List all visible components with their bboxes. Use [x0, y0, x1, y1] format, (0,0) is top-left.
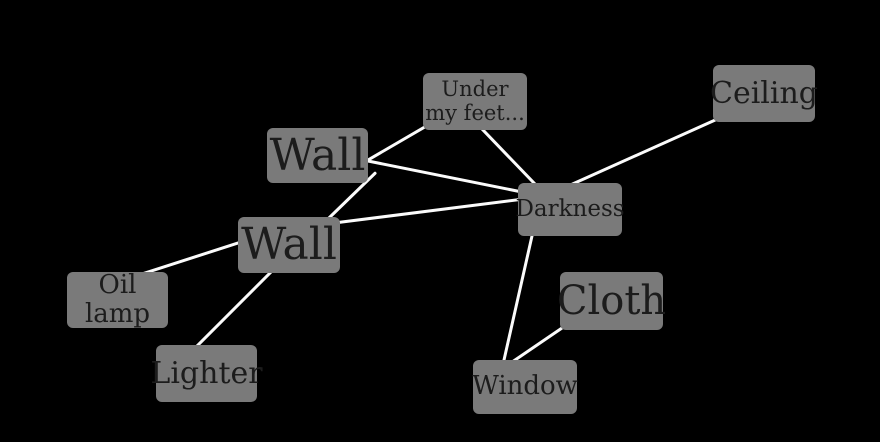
node-oil-lamp[interactable]: Oil lamp [67, 270, 168, 329]
node-ceiling[interactable]: Ceiling [710, 65, 818, 122]
edge-ceiling-darkness [562, 113, 728, 190]
node-wall-1[interactable]: Wall [267, 128, 368, 183]
edge-wall-2-darkness [326, 196, 532, 226]
edge-darkness-window [499, 220, 537, 376]
node-wall-2[interactable]: Wall [238, 217, 340, 273]
node-window[interactable]: Window [472, 360, 578, 414]
node-under-my-feet[interactable]: Under my feet... [423, 73, 527, 130]
edge-wall-1-under-my-feet [354, 119, 437, 169]
edge-wall-1-darkness [352, 156, 533, 196]
edge-wall-2-lighter [186, 263, 280, 357]
node-lighter[interactable]: Lighter [150, 345, 263, 402]
node-darkness[interactable]: Darkness [515, 183, 625, 236]
node-cloth[interactable]: Cloth [557, 272, 666, 330]
edge-under-my-feet-darkness [471, 118, 545, 194]
edge-wall-2-oil-lamp [130, 237, 253, 279]
